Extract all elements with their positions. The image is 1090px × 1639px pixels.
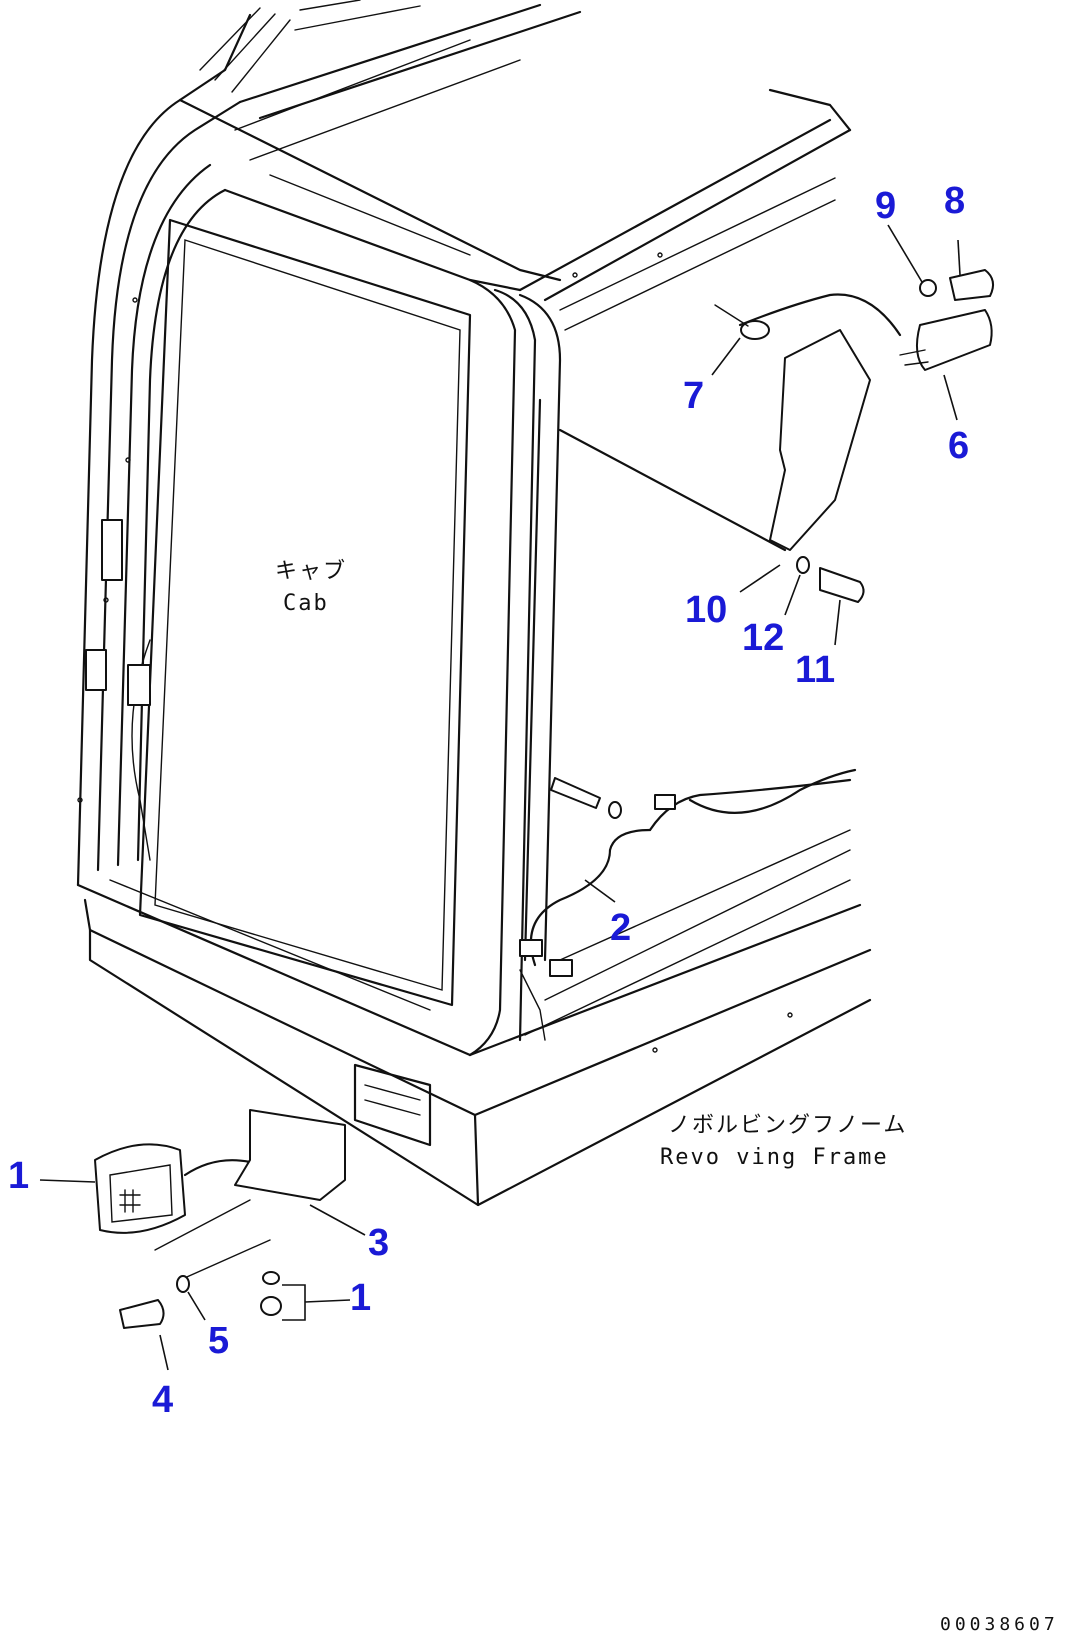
callout-2: 2	[610, 907, 631, 949]
cab-label-en: Cab	[283, 591, 329, 616]
callout-5: 5	[208, 1320, 229, 1362]
rear-lamp-assembly	[558, 269, 995, 603]
pillar-bracket	[127, 664, 151, 706]
callout-11: 11	[795, 649, 835, 691]
frame-label-jp: ノボルビングフノーム	[668, 1113, 907, 1138]
captions: キャブ Cab ノボルビングフノーム Revo ving Frame 00038…	[275, 559, 1059, 1635]
callout-6: 6	[948, 425, 969, 467]
callout-1b: 1	[350, 1277, 371, 1319]
leader-lines	[39, 224, 961, 1371]
callout-10: 10	[685, 589, 727, 631]
callouts: 1 1 2 3 4 5 6 7 8 9 10 11 12	[8, 180, 969, 1421]
cab-structure	[76, 0, 872, 1207]
nut-1-part	[260, 1296, 282, 1316]
harness-connector	[519, 939, 543, 957]
washer-5-part	[176, 1275, 190, 1293]
callout-12: 12	[742, 617, 784, 659]
callout-8: 8	[944, 180, 965, 222]
bolt-4-part	[119, 1299, 165, 1329]
harness-washer	[608, 801, 622, 819]
nut-1-part	[262, 1271, 280, 1285]
lamp-mount-bracket	[234, 1109, 346, 1201]
work-lamp-assembly	[94, 1109, 346, 1329]
washer-9-part	[919, 279, 937, 297]
wiring-harness	[519, 768, 857, 977]
callout-3: 3	[368, 1222, 389, 1264]
cab-label-jp: キャブ	[275, 559, 347, 584]
washer-12-part	[796, 556, 810, 574]
lamp-bracket	[769, 329, 871, 551]
pillar-bracket	[85, 649, 107, 691]
harness-bolt	[550, 777, 601, 809]
bolt-8-part	[949, 269, 995, 301]
document-id: 00038607	[940, 1614, 1059, 1635]
pillar-bracket	[101, 519, 123, 581]
callout-1: 1	[8, 1155, 29, 1197]
callout-9: 9	[875, 185, 896, 227]
bolt-11-part	[819, 567, 865, 603]
frame-label-en: Revo ving Frame	[660, 1145, 889, 1170]
callout-7: 7	[683, 375, 704, 417]
callout-4: 4	[152, 1379, 173, 1421]
harness-connector	[654, 794, 676, 810]
lamp-housing	[915, 309, 993, 371]
harness-connector	[549, 959, 573, 977]
